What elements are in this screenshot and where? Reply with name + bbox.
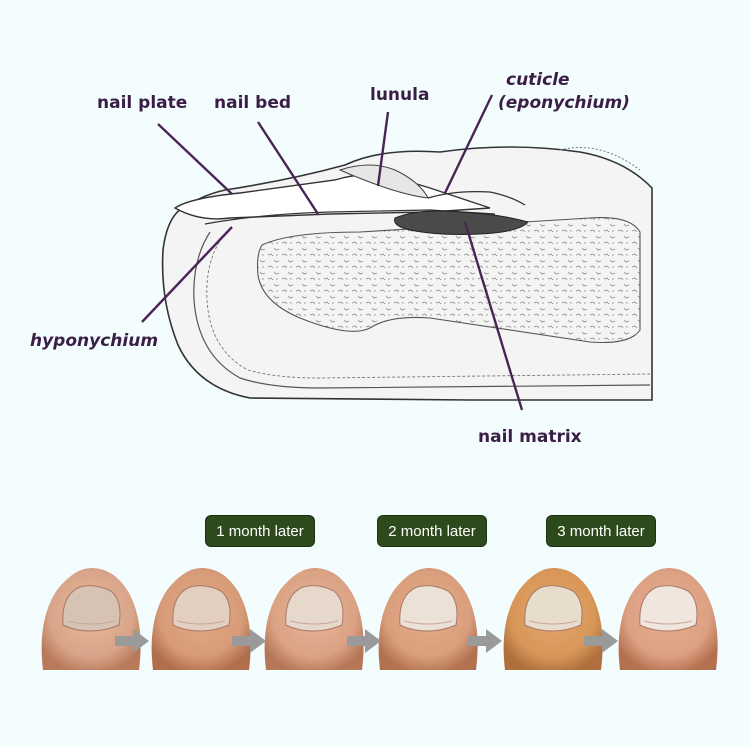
- skin-layer: [193, 231, 651, 389]
- leader-nail-matrix: [463, 221, 524, 411]
- label-eponychium: (eponychium): [498, 93, 630, 113]
- toe-before-2: [151, 567, 251, 670]
- nail-cross-section-diagram: [141, 94, 653, 411]
- arrow-right-icon: [115, 629, 149, 653]
- label-hyponychium: hyponychium: [30, 331, 159, 351]
- leader-lunula: [376, 111, 390, 187]
- bone-outline: [256, 217, 641, 344]
- badge-1-month: 1 month later: [205, 515, 315, 547]
- lunula-shape: [338, 164, 429, 199]
- badge-3-month: 3 month later: [546, 515, 656, 547]
- toe-3-month-a: [503, 567, 603, 670]
- arrow-right-icon: [468, 629, 502, 653]
- label-lunula: lunula: [370, 85, 430, 105]
- arrow-right-icon: [584, 629, 618, 653]
- nail-matrix-shape: [394, 210, 529, 235]
- skin-layer-inner: [206, 237, 651, 379]
- leader-nail-bed: [256, 121, 320, 215]
- cuticle-fold: [427, 190, 526, 206]
- toe-3-month-b: [618, 567, 718, 670]
- leader-hyponychium: [141, 226, 233, 323]
- label-nail-plate: nail plate: [97, 93, 188, 113]
- arrow-right-icon: [347, 629, 381, 653]
- arrow-right-icon: [232, 629, 266, 653]
- toe-before-1: [41, 567, 141, 670]
- label-cuticle: cuticle: [506, 70, 570, 90]
- leader-cuticle: [443, 94, 494, 194]
- toe-2-month: [378, 567, 478, 670]
- leader-nail-plate: [157, 123, 233, 195]
- badge-2-month: 2 month later: [377, 515, 487, 547]
- label-nail-matrix: nail matrix: [478, 427, 582, 447]
- toe-1-month: [264, 567, 364, 670]
- nail-bed-line: [204, 209, 496, 225]
- label-nail-bed: nail bed: [214, 93, 292, 113]
